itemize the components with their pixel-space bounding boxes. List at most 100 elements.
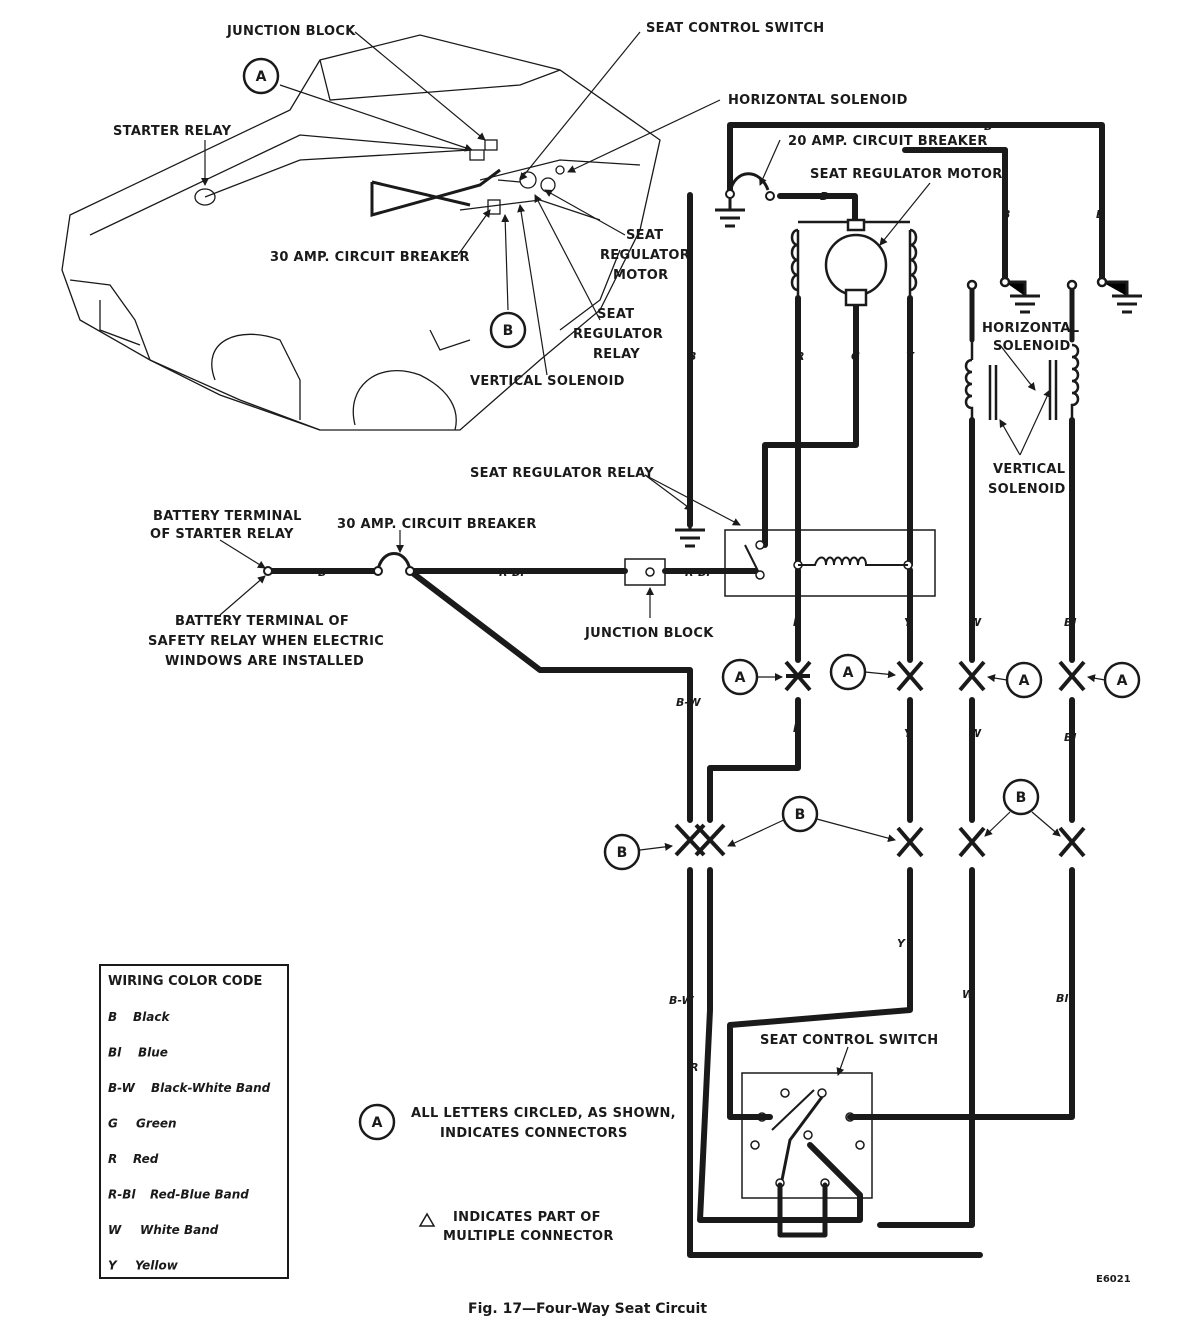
figure-caption: Fig. 17—Four-Way Seat Circuit (468, 1301, 707, 1317)
wire-label-y-bottom: Y (897, 937, 906, 950)
wire-label-bl-bottom: Bl (1056, 992, 1068, 1005)
wire-label-r-bottom: R (690, 1061, 698, 1074)
wire-label-w-upper: W (969, 616, 982, 629)
wire-label-y-lower: Y (904, 727, 913, 740)
wire-label-bl-lower: Bl (1064, 731, 1076, 744)
legend-title: WIRING COLOR CODE (108, 974, 262, 989)
wire-label-bw-upper: B-W (676, 696, 701, 709)
callout-a-car: A (242, 57, 280, 95)
wire-label-w-bottom: W (962, 988, 975, 1001)
legend-meaning: Red-Blue Band (150, 1188, 249, 1202)
callout-a-3: A (1005, 661, 1043, 699)
label-battery-terminal-l1: BATTERY TERMINAL (153, 509, 302, 524)
legend-meaning: Green (136, 1117, 177, 1131)
label-seat-control-switch-top: SEAT CONTROL SWITCH (646, 21, 824, 36)
label-horizontal-l1: HORIZONTAL (982, 321, 1079, 336)
callout-b-2: B (781, 795, 819, 833)
svg-text:B: B (795, 807, 806, 823)
label-battery-terminal-l2: OF STARTER RELAY (150, 527, 294, 542)
label-seat-control-switch-bottom: SEAT CONTROL SWITCH (760, 1033, 938, 1048)
labels: JUNCTION BLOCK SEAT CONTROL SWITCH HORIZ… (113, 21, 1131, 1317)
label-safety-l2: SAFETY RELAY WHEN ELECTRIC (148, 634, 384, 649)
legend-code: R (108, 1152, 117, 1166)
svg-text:A: A (372, 1115, 383, 1131)
label-junction-block-mid: JUNCTION BLOCK (584, 626, 714, 641)
svg-text:B: B (1016, 790, 1027, 806)
callout-b-car: B (489, 311, 527, 349)
wire-label-b-right1: B (1002, 208, 1010, 221)
legend-code: Bl (108, 1046, 122, 1060)
label-30a-circuit-breaker-top: 30 AMP. CIRCUIT BREAKER (270, 250, 470, 265)
legend-meaning: Yellow (135, 1259, 179, 1273)
wire-label-rbl-2: R-Bl (685, 566, 710, 579)
label-seat-regulator-motor: SEAT REGULATOR MOTOR (810, 167, 1003, 182)
drawing-code: E6021 (1096, 1274, 1131, 1285)
note-a-l1: ALL LETTERS CIRCLED, AS SHOWN, (411, 1106, 676, 1121)
wire-label-b-top: B (984, 120, 992, 133)
callout-a-4: A (1103, 661, 1141, 699)
note-triangle-l1: INDICATES PART OF (453, 1210, 601, 1225)
wire-label-bl-upper: Bl (1064, 616, 1076, 629)
legend-code: W (108, 1223, 122, 1237)
wire-label-w-lower: W (969, 727, 982, 740)
svg-text:A: A (843, 665, 854, 681)
label-horizontal-solenoid-top: HORIZONTAL SOLENOID (728, 93, 908, 108)
triangle-symbol (418, 1212, 436, 1227)
wire-label-b-right2: B (1096, 208, 1104, 221)
label-seat-relay-l1: SEAT (597, 307, 634, 322)
ground-symbols (675, 190, 1142, 548)
label-junction-block-top: JUNCTION BLOCK (226, 24, 356, 39)
wire-label-b-supply: B (318, 566, 326, 579)
wire-label-rbl-1: R-Bl (499, 566, 524, 579)
connectors (674, 660, 1086, 858)
legend-code: B (108, 1010, 117, 1024)
label-seat-relay-l2: REGULATOR (573, 327, 663, 342)
note-a-l2: INDICATES CONNECTORS (440, 1126, 628, 1141)
label-seat-regulator-relay: SEAT REGULATOR RELAY (470, 466, 654, 481)
label-seat-motor-l3: MOTOR (613, 268, 668, 283)
legend-meaning: Black-White Band (151, 1081, 271, 1095)
legend-meaning: White Band (140, 1223, 219, 1237)
callout-a-note: A (358, 1103, 396, 1141)
label-seat-motor-l2: REGULATOR (600, 248, 690, 263)
svg-text:A: A (256, 69, 267, 85)
label-starter-relay: STARTER RELAY (113, 124, 232, 139)
wire-labels: B B B B B R G Y B R-Bl R-Bl R Y W Bl B-W… (318, 120, 1104, 1074)
wire-label-r-upper: R (793, 616, 801, 629)
label-seat-relay-l3: RELAY (593, 347, 640, 362)
legend-code: G (108, 1117, 118, 1131)
legend-meaning: Black (133, 1010, 170, 1024)
legend-code: B-W (108, 1081, 136, 1095)
svg-text:B: B (503, 323, 514, 339)
seat-regulator-relay (724, 529, 936, 597)
wire-label-g-motor: G (851, 350, 860, 363)
seat-control-switch (741, 1072, 873, 1199)
label-vertical-l2: SOLENOID (988, 482, 1066, 497)
leader-lines (201, 31, 1106, 1076)
circuit-breaker-20a (725, 172, 775, 201)
wire-label-r-lower: R (793, 722, 801, 735)
wire-label-bw-bottom: B-W (669, 994, 694, 1007)
svg-text:A: A (1019, 673, 1030, 689)
note-triangle-l2: MULTIPLE CONNECTOR (443, 1229, 614, 1244)
svg-text:A: A (1117, 673, 1128, 689)
legend-code: R-Bl (108, 1188, 136, 1202)
wire-label-y-upper: Y (904, 616, 913, 629)
solenoid-coils (964, 276, 1108, 420)
legend-code: Y (108, 1259, 118, 1273)
label-safety-l1: BATTERY TERMINAL OF (175, 614, 349, 629)
legend-meaning: Blue (138, 1046, 168, 1060)
label-horizontal-l2: SOLENOID (993, 339, 1071, 354)
label-safety-l3: WINDOWS ARE INSTALLED (165, 654, 364, 669)
callout-b-1: B (603, 833, 641, 871)
wires (265, 122, 1105, 1258)
label-20a-circuit-breaker: 20 AMP. CIRCUIT BREAKER (788, 134, 988, 149)
wire-label-r-motor: R (796, 350, 804, 363)
connector-callouts: A B A A A A B B (242, 57, 1141, 1141)
junction-block-mid (624, 558, 666, 586)
callout-b-3: B (1002, 778, 1040, 816)
seat-regulator-motor (790, 218, 918, 307)
svg-text:A: A (735, 670, 746, 686)
